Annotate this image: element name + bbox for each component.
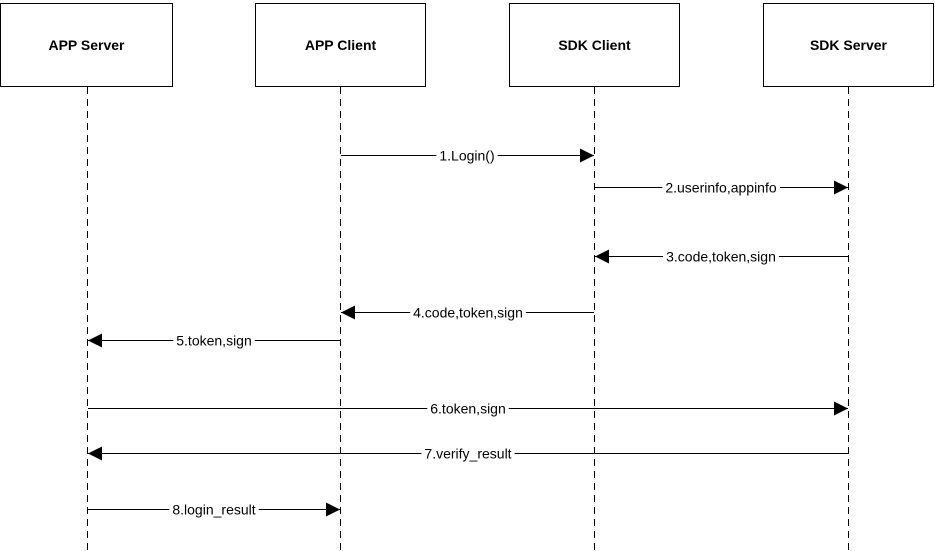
message-label: 4.code,token,sign bbox=[413, 305, 523, 321]
participant-app-server: APP Server bbox=[0, 3, 173, 87]
participant-app-client: APP Client bbox=[255, 3, 426, 87]
participant-sdk-server: SDK Server bbox=[763, 3, 934, 87]
participant-box bbox=[509, 3, 680, 87]
message-label: 1.Login() bbox=[439, 148, 494, 164]
message-6: 6.token,sign bbox=[88, 399, 848, 417]
participant-label: SDK Client bbox=[558, 37, 631, 53]
participant-box bbox=[763, 3, 934, 87]
message-label: 3.code,token,sign bbox=[666, 249, 776, 265]
participant-label: APP Client bbox=[305, 37, 377, 53]
message-label: 2.userinfo,appinfo bbox=[665, 180, 777, 196]
participant-label: APP Server bbox=[48, 37, 125, 53]
participant-sdk-client: SDK Client bbox=[509, 3, 680, 87]
message-label: 8.login_result bbox=[172, 502, 255, 518]
participant-box bbox=[255, 3, 426, 87]
message-5: 5.token,sign bbox=[88, 331, 340, 349]
message-7: 7.verify_result bbox=[88, 444, 848, 462]
participant-box bbox=[0, 3, 173, 87]
message-label: 7.verify_result bbox=[424, 446, 511, 462]
message-2: 2.userinfo,appinfo bbox=[595, 178, 848, 196]
message-8: 8.login_result bbox=[88, 500, 340, 518]
message-1: 1.Login() bbox=[341, 146, 594, 164]
participant-label: SDK Server bbox=[810, 37, 888, 53]
message-3: 3.code,token,sign bbox=[595, 247, 848, 265]
message-label: 6.token,sign bbox=[430, 401, 506, 417]
message-label: 5.token,sign bbox=[176, 333, 252, 349]
message-4: 4.code,token,sign bbox=[341, 303, 594, 321]
